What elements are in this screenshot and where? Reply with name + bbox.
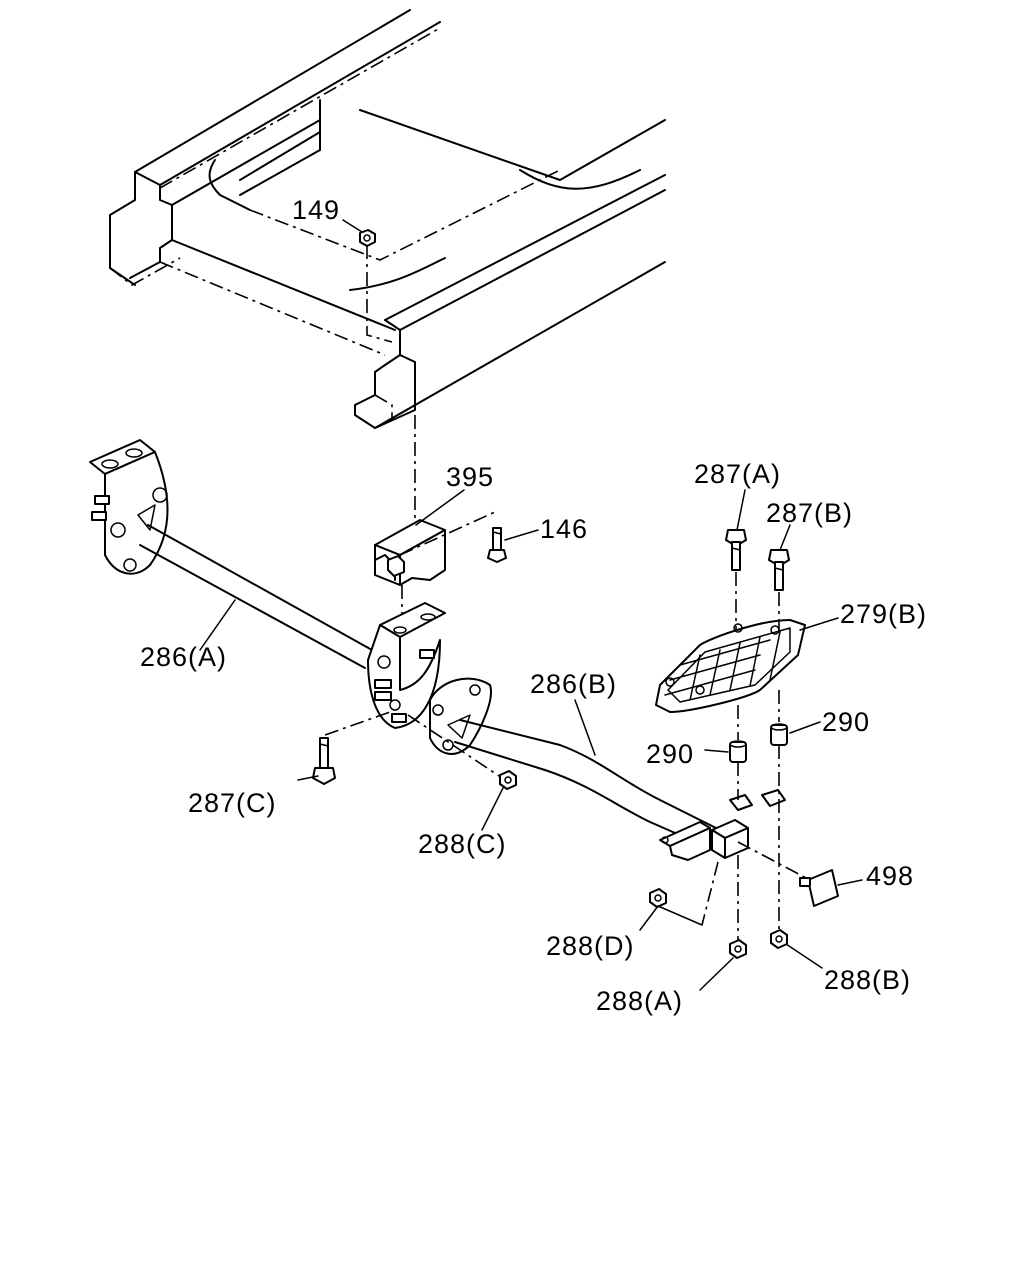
label-290-left: 290 [646, 739, 694, 769]
nut-288a-icon [729, 939, 747, 959]
label-279b: 279(B) [840, 599, 927, 629]
spacer-290-right-icon [770, 723, 788, 746]
cap-498-icon [799, 869, 839, 907]
label-149: 149 [292, 195, 340, 225]
label-498: 498 [866, 861, 914, 891]
label-286a: 286(A) [140, 642, 227, 672]
label-287b: 287(B) [766, 498, 853, 528]
label-287c: 287(C) [188, 788, 277, 818]
nut-288b-icon [770, 929, 788, 949]
spacer-290-left-icon [729, 740, 747, 763]
label-288c: 288(C) [418, 829, 507, 859]
center-line-288d [701, 861, 719, 926]
bolt-287a-icon [725, 529, 747, 571]
center-line-287c [324, 711, 391, 736]
bracket-395-icon [374, 511, 496, 586]
center-line-498 [737, 841, 811, 881]
label-288a: 288(A) [596, 986, 683, 1016]
nut-288c-icon [407, 714, 517, 790]
label-288b: 288(B) [824, 965, 911, 995]
step-arm-286a-icon [89, 439, 446, 729]
nut-149-icon [359, 229, 376, 247]
label-146: 146 [540, 514, 588, 544]
bolt-146-icon [487, 527, 507, 563]
bolt-287b-icon [768, 549, 790, 591]
label-290-right: 290 [822, 707, 870, 737]
chassis-frame [109, 9, 666, 429]
nut-288d-icon [649, 888, 667, 908]
bolt-287c-icon [312, 737, 336, 785]
label-288d: 288(D) [546, 931, 635, 961]
label-286b: 286(B) [530, 669, 617, 699]
leader-lines [199, 219, 863, 991]
step-279b-icon [655, 619, 806, 713]
step-arm-286b-icon [429, 677, 786, 861]
label-287a: 287(A) [694, 459, 781, 489]
label-395: 395 [446, 462, 494, 492]
